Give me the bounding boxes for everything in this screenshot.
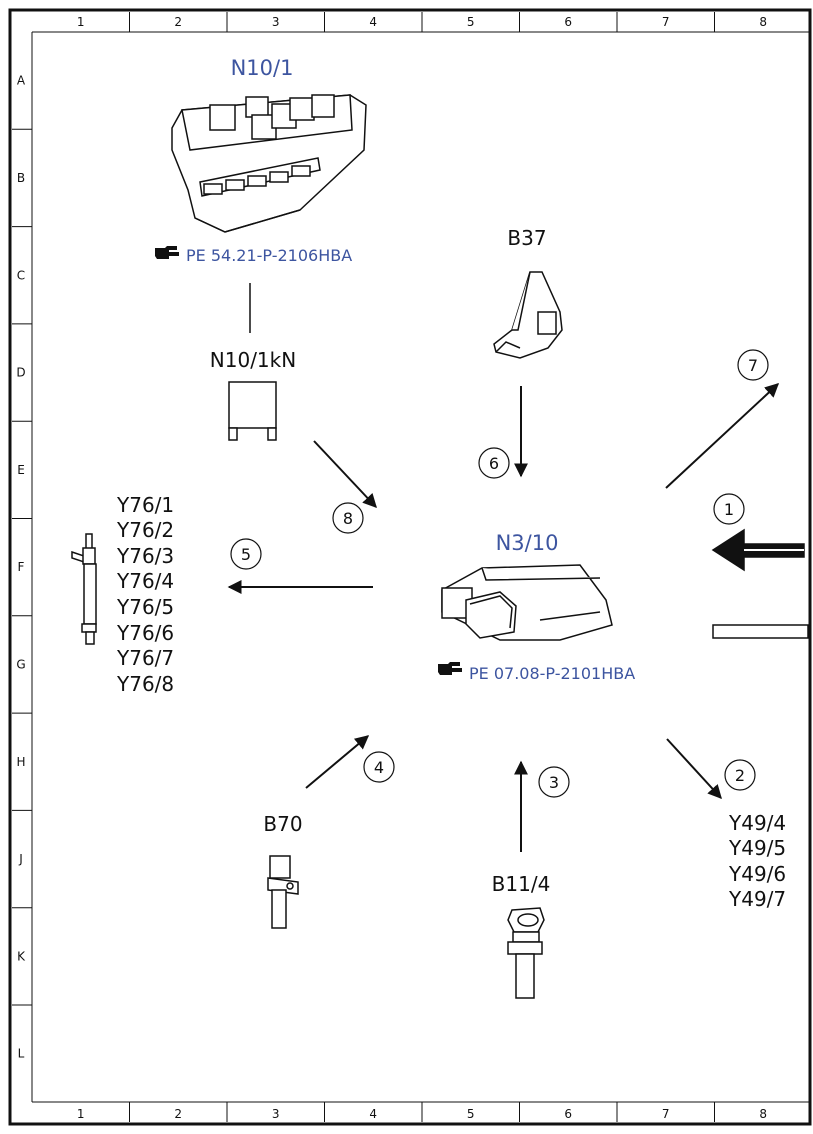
- arrow-4: [305, 735, 370, 789]
- arrow-8: [313, 440, 377, 509]
- grid-ticks: [12, 12, 715, 1122]
- grid-row-label: H: [16, 755, 25, 769]
- grid-column-label: 3: [272, 1107, 280, 1121]
- n3-10-reference-text: PE 07.08-P-2101HBA: [469, 664, 635, 683]
- grid-column-label: 5: [467, 15, 475, 29]
- arrow-number-badges: 7 6 1 8 5 4 3 2: [230, 349, 769, 798]
- y49-label: Y49/6: [728, 862, 786, 886]
- n10-1-module-drawing: [171, 94, 367, 233]
- arrow-7: [665, 383, 780, 489]
- badge-3: 3: [538, 766, 570, 798]
- grid-row-label: L: [18, 1047, 25, 1061]
- coolant-temperature-sensor-drawing: [507, 907, 545, 999]
- y49-label-list: Y49/4 Y49/5 Y49/6 Y49/7: [728, 811, 786, 911]
- y76-label: Y76/5: [116, 595, 174, 619]
- n10-1kn-label: N10/1kN: [210, 348, 296, 372]
- grid-column-label: 3: [272, 15, 280, 29]
- accelerator-pedal-sensor-drawing: [493, 271, 563, 359]
- b11-4-label: B11/4: [492, 872, 551, 896]
- n10-1-reference-text: PE 54.21-P-2106HBA: [186, 246, 352, 265]
- grid-row-label: A: [17, 74, 26, 88]
- pointing-hand-icon: [155, 246, 179, 259]
- grid-column-label: 2: [174, 1107, 182, 1121]
- y49-label: Y49/5: [728, 836, 786, 860]
- grid-column-label: 1: [77, 1107, 85, 1121]
- y76-label-list: Y76/1 Y76/2 Y76/3 Y76/4 Y76/5 Y76/6 Y76/…: [116, 493, 174, 696]
- badge-6: 6: [478, 447, 510, 479]
- badge-8: 8: [332, 502, 364, 534]
- n3-10-label: N3/10: [496, 531, 559, 555]
- y76-label: Y76/4: [116, 569, 174, 593]
- grid-row-label: K: [17, 949, 26, 963]
- grid-column-label: 7: [662, 1107, 670, 1121]
- drawing-frame: [8, 8, 812, 1126]
- svg-text:2: 2: [735, 766, 745, 785]
- grid-column-label: 6: [564, 15, 572, 29]
- y76-label: Y76/7: [116, 646, 174, 670]
- svg-text:3: 3: [549, 773, 559, 792]
- y49-label: Y49/7: [728, 887, 786, 911]
- b70-label: B70: [263, 812, 302, 836]
- grid-column-label: 8: [759, 15, 767, 29]
- n3-10-reference: PE 07.08-P-2101HBA: [438, 662, 635, 683]
- svg-text:8: 8: [343, 509, 353, 528]
- y76-label: Y76/8: [116, 672, 174, 696]
- svg-text:7: 7: [748, 356, 758, 375]
- badge-7: 7: [737, 349, 769, 381]
- badge-5: 5: [230, 538, 262, 570]
- relay-icon: [228, 381, 277, 441]
- arrow-2: [666, 738, 722, 800]
- badge-4: 4: [363, 751, 395, 783]
- grid-column-label: 6: [564, 1107, 572, 1121]
- grid-row-label: D: [16, 366, 25, 380]
- engine-control-unit-drawing: [441, 564, 613, 641]
- pointing-hand-icon: [438, 662, 462, 675]
- injector-drawing: [71, 533, 97, 645]
- badge-2: 2: [724, 759, 756, 791]
- grid-column-label: 7: [662, 15, 670, 29]
- badge-1: 1: [713, 493, 745, 525]
- y76-label: Y76/2: [116, 518, 174, 542]
- grid-column-label: 1: [77, 15, 85, 29]
- grid-row-label: G: [16, 657, 25, 671]
- svg-text:4: 4: [374, 758, 384, 777]
- grid-row-label: B: [17, 171, 25, 185]
- n10-1-label: N10/1: [231, 56, 294, 80]
- grid-row-label: J: [18, 852, 23, 866]
- grid-column-label: 5: [467, 1107, 475, 1121]
- svg-text:5: 5: [241, 545, 251, 564]
- can-bus-arrow: [711, 528, 809, 639]
- b37-label: B37: [507, 226, 546, 250]
- grid-row-label: F: [18, 560, 25, 574]
- signal-arrows: [227, 383, 780, 852]
- grid-column-label: 4: [369, 1107, 377, 1121]
- grid-column-label: 4: [369, 15, 377, 29]
- y49-label: Y49/4: [728, 811, 786, 835]
- grid-row-label: C: [17, 268, 25, 282]
- y76-label: Y76/6: [116, 621, 174, 645]
- y76-label: Y76/3: [116, 544, 174, 568]
- grid-column-label: 8: [759, 1107, 767, 1121]
- n10-1-reference: PE 54.21-P-2106HBA: [155, 246, 352, 265]
- grid-column-label: 2: [174, 15, 182, 29]
- svg-text:1: 1: [724, 500, 734, 519]
- svg-text:6: 6: [489, 454, 499, 473]
- grid-row-label: E: [17, 463, 25, 477]
- y76-label: Y76/1: [116, 493, 174, 517]
- crankshaft-sensor-drawing: [267, 855, 299, 929]
